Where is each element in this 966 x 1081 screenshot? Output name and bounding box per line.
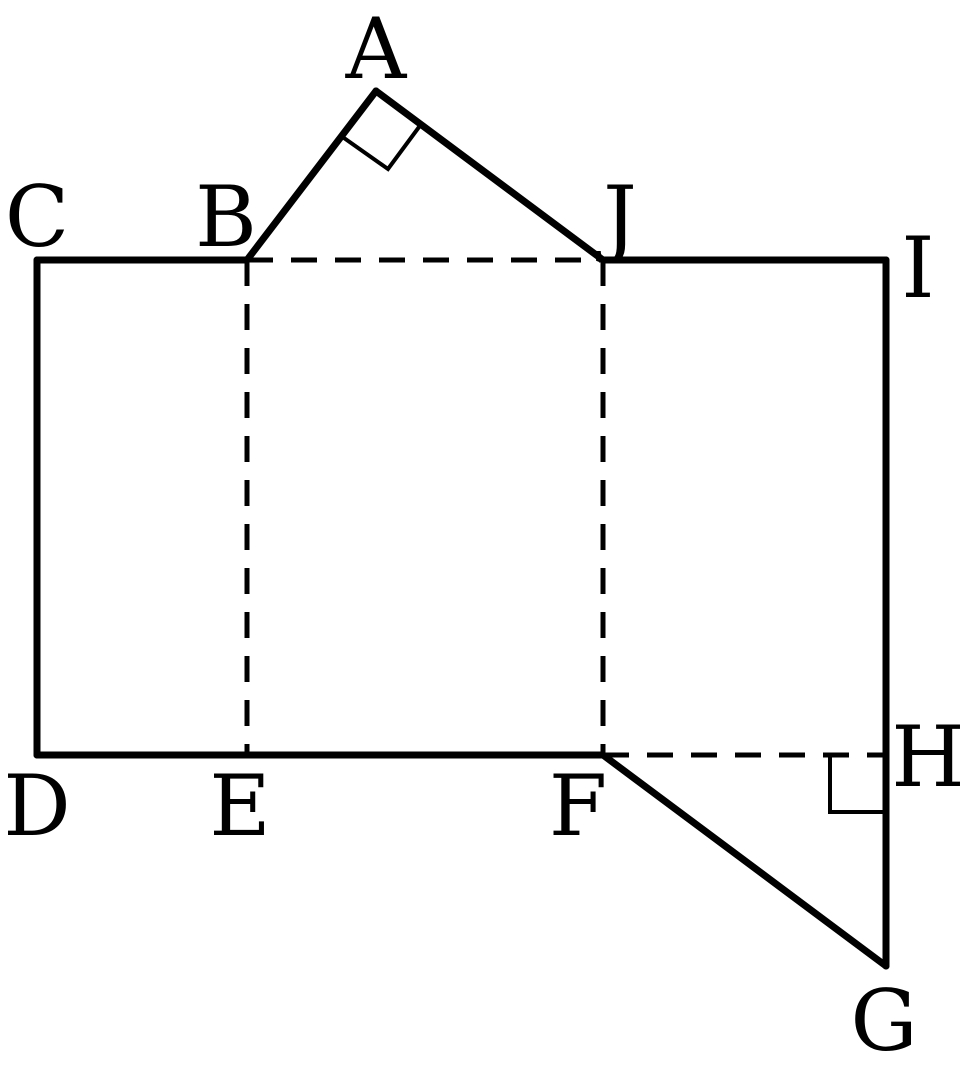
vertex-label-c: C: [5, 168, 69, 266]
edge-b-a: [243, 87, 380, 264]
right-angle-marker-a: [342, 125, 421, 172]
vertex-label-g: G: [850, 972, 917, 1070]
outline-edges: [33, 87, 890, 970]
right-angle-marker-h: [828, 755, 886, 814]
vertex-labels: A B C J I D E F H G: [3, 0, 964, 1070]
vertex-label-a: A: [345, 0, 408, 98]
fold-lines: [244, 257, 886, 758]
vertex-label-f: F: [549, 757, 607, 855]
edge-a-j: [372, 87, 607, 264]
vertex-label-b: B: [195, 168, 257, 266]
vertex-label-d: D: [3, 757, 70, 855]
vertex-label-h: H: [891, 708, 964, 806]
edge-g-f: [599, 751, 890, 970]
vertex-label-j: J: [595, 168, 637, 266]
vertex-label-i: I: [901, 219, 934, 317]
vertex-label-e: E: [209, 757, 270, 855]
